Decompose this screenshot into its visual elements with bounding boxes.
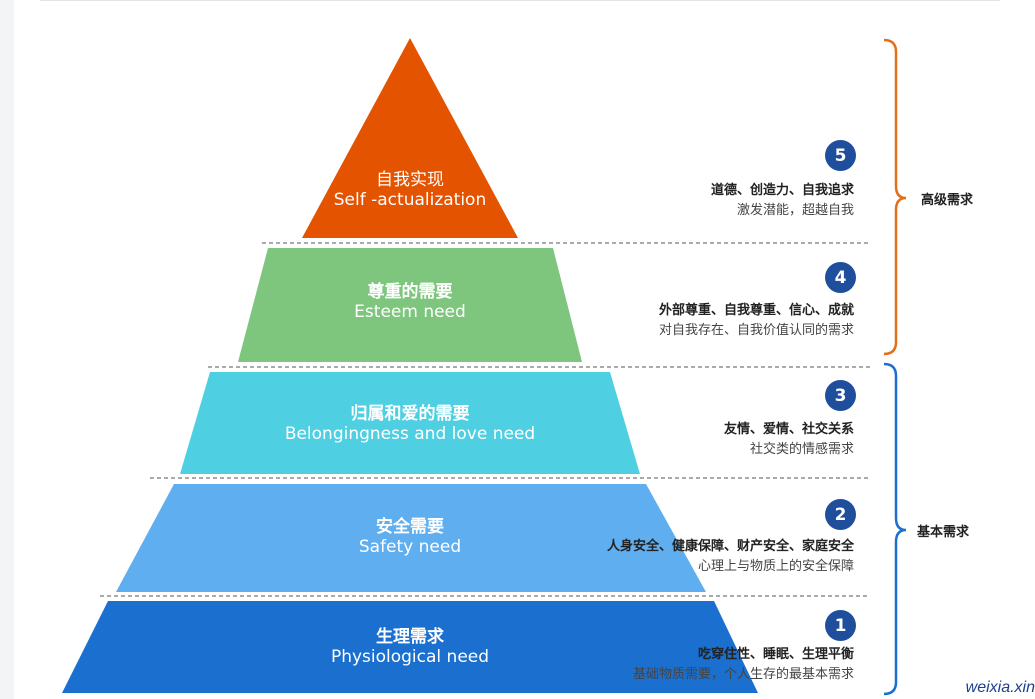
- level-3-label: 归属和爱的需要 Belongingness and love need: [285, 404, 535, 445]
- level-4-shape: [238, 248, 582, 362]
- level-5-desc-main: 道德、创造力、自我追求: [710, 183, 854, 198]
- level-2-en: Safety need: [358, 537, 462, 558]
- bracket-high: [883, 38, 907, 356]
- top-divider: [40, 0, 1000, 1]
- level-1-label: 生理需求 Physiological need: [331, 627, 489, 668]
- level-4-desc-main: 外部尊重、自我尊重、信心、成就: [658, 303, 854, 318]
- level-1-zh: 生理需求: [376, 627, 444, 647]
- level-2-badge: 2: [825, 499, 856, 530]
- level-2-description: 人身安全、健康保障、财产安全、家庭安全 心理上与物质上的安全保障: [607, 537, 854, 577]
- level-3-description: 友情、爱情、社交关系 社交类的情感需求: [724, 420, 854, 460]
- level-3-badge: 3: [825, 380, 856, 411]
- level-2-desc-sub: 心理上与物质上的安全保障: [697, 559, 854, 574]
- level-1-shape: [62, 601, 758, 693]
- level-1-en: Physiological need: [330, 647, 490, 668]
- level-4-description: 外部尊重、自我尊重、信心、成就 对自我存在、自我价值认同的需求: [659, 301, 854, 341]
- level-4-en: Esteem need: [354, 302, 466, 323]
- watermark: weixia.xin: [965, 679, 1035, 696]
- level-5-shape: [302, 38, 518, 238]
- level-2-label: 安全需要 Safety need: [359, 517, 461, 558]
- level-4-label: 尊重的需要 Esteem need: [354, 282, 466, 323]
- level-5-badge: 5: [825, 140, 856, 171]
- level-3-en: Belongingness and love need: [284, 424, 536, 445]
- level-3-desc-main: 友情、爱情、社交关系: [723, 422, 854, 437]
- level-3-zh: 归属和爱的需要: [350, 404, 470, 424]
- level-3-desc-sub: 社交类的情感需求: [749, 442, 854, 457]
- level-4-badge: 4: [825, 262, 856, 293]
- level-2-desc-main: 人身安全、健康保障、财产安全、家庭安全: [606, 539, 854, 554]
- group-label-high: 高级需求: [921, 193, 974, 208]
- group-label-basic: 基本需求: [917, 525, 970, 540]
- level-1-description: 吃穿住性、睡眠、生理平衡 基础物质需要，个人生存的最基本需求: [633, 645, 854, 685]
- level-1-badge: 1: [825, 610, 856, 641]
- level-1-desc-sub: 基础物质需要，个人生存的最基本需求: [632, 667, 854, 682]
- level-2-shape: [116, 484, 706, 592]
- level-5-en: Self -actualization: [333, 190, 487, 211]
- bracket-basic: [883, 362, 907, 696]
- level-4-desc-sub: 对自我存在、自我价值认同的需求: [658, 323, 854, 338]
- level-5-desc-sub: 激发潜能，超越自我: [736, 203, 854, 218]
- level-1-desc-main: 吃穿住性、睡眠、生理平衡: [697, 647, 854, 662]
- level-4-zh: 尊重的需要: [367, 282, 453, 302]
- level-3-shape: [180, 372, 640, 474]
- level-5-description: 道德、创造力、自我追求 激发潜能，超越自我: [711, 181, 854, 221]
- level-2-zh: 安全需要: [375, 517, 444, 537]
- level-5-zh: 自我实现: [376, 170, 444, 190]
- level-5-label: 自我实现 Self -actualization: [334, 170, 486, 211]
